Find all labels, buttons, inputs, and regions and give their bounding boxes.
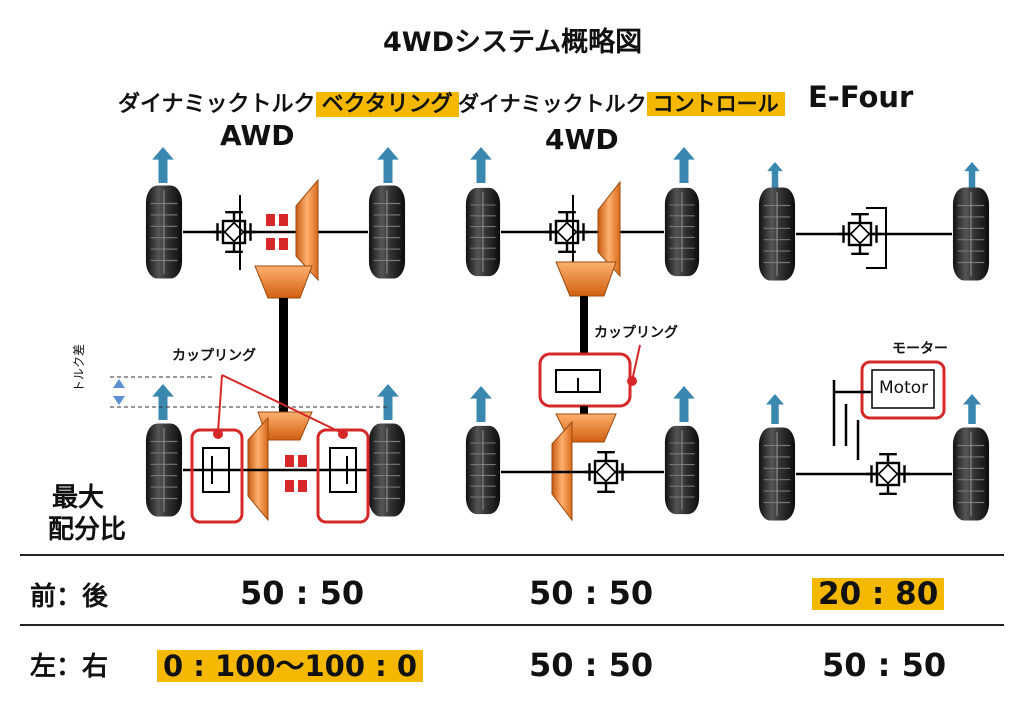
4wd-rear-diff-icon [584,450,628,494]
row-front-rear-4wd: 50 : 50 [529,574,654,612]
row-front-rear-label: 前：後 [30,582,109,612]
4wd-drivetrain [465,147,700,522]
efour-front-right-arrow-icon [964,162,980,188]
efour-front-left-tire-icon [758,186,796,282]
column-4wd-name-highlight: コントロール [646,92,785,116]
column-awd-subtitle: AWD [220,119,295,152]
coupling-label-4wd: カップリング [594,325,678,341]
row-front-rear-awd: 50 : 50 [240,574,365,612]
efour-rear-right-tire-icon [952,426,990,522]
motor-caption: モーター [892,341,948,357]
awd-drivetrain [110,147,406,524]
4wd-front-right-tire-icon [664,187,700,277]
efour-drivetrain [758,162,990,522]
efour-rear-left-tire-icon [758,426,796,522]
row-left-right-awd: 0 : 100〜100 : 0 [157,650,424,682]
efour-front-diff-icon [838,212,882,256]
4wd-front-left-arrow-icon [470,147,492,183]
4wd-rear-left-arrow-icon [470,386,492,422]
page-title: 4WDシステム概略図 [383,27,643,58]
coupling-label-awd: カップリング [172,348,256,364]
awd-front-right-tire-icon [368,184,406,280]
column-awd-name: ダイナミックトルクベクタリング [118,86,459,118]
awd-rear-left-tire-icon [145,422,183,518]
4wd-rear-right-tire-icon [664,425,700,515]
4wd-front-left-tire-icon [465,187,501,277]
motor-box-label: Motor [879,378,929,398]
efour-front-left-arrow-icon [767,162,783,188]
4wd-rear-left-tire-icon [465,425,501,515]
4wd-rear-right-arrow-icon [673,386,695,422]
row-front-rear-efour: 20 : 80 [812,578,945,610]
table-header-line1: 最大 [52,483,105,513]
row-left-right-label: 左：右 [30,652,109,682]
4wd-front-right-arrow-icon [673,147,695,183]
column-4wd-name: ダイナミックトルクコントロール [458,88,785,118]
drivetrain-diagram [110,147,990,524]
efour-rear-left-arrow-icon [766,394,784,424]
column-efour-name: E-Four [808,80,914,114]
awd-rear-right-arrow-icon [377,384,399,420]
efour-rear-right-arrow-icon [963,394,981,424]
awd-front-right-arrow-icon [377,147,399,183]
column-awd-name-prefix: ダイナミックトルク [118,92,316,117]
table-header-line2: 配分比 [48,515,127,545]
column-4wd-subtitle: 4WD [545,123,619,156]
awd-front-diff-icon [212,210,256,254]
torque-diff-label: トルク差 [72,343,86,392]
efour-front-right-tire-icon [952,186,990,282]
efour-rear-diff-icon [866,452,910,496]
row-left-right-4wd: 50 : 50 [529,646,654,684]
column-awd-name-highlight: ベクタリング [315,92,459,117]
awd-rear-left-arrow-icon [152,384,174,420]
awd-front-left-tire-icon [145,184,183,280]
4wd-front-diff-icon [545,210,589,254]
table-header: 最大 配分比 [48,482,126,546]
awd-front-left-arrow-icon [152,147,174,183]
column-4wd-name-prefix: ダイナミックトルク [458,92,647,116]
table-divider-mid [20,624,1004,626]
row-left-right-efour: 50 : 50 [822,646,947,684]
table-divider-top [20,554,1004,556]
awd-rear-right-tire-icon [368,422,406,518]
